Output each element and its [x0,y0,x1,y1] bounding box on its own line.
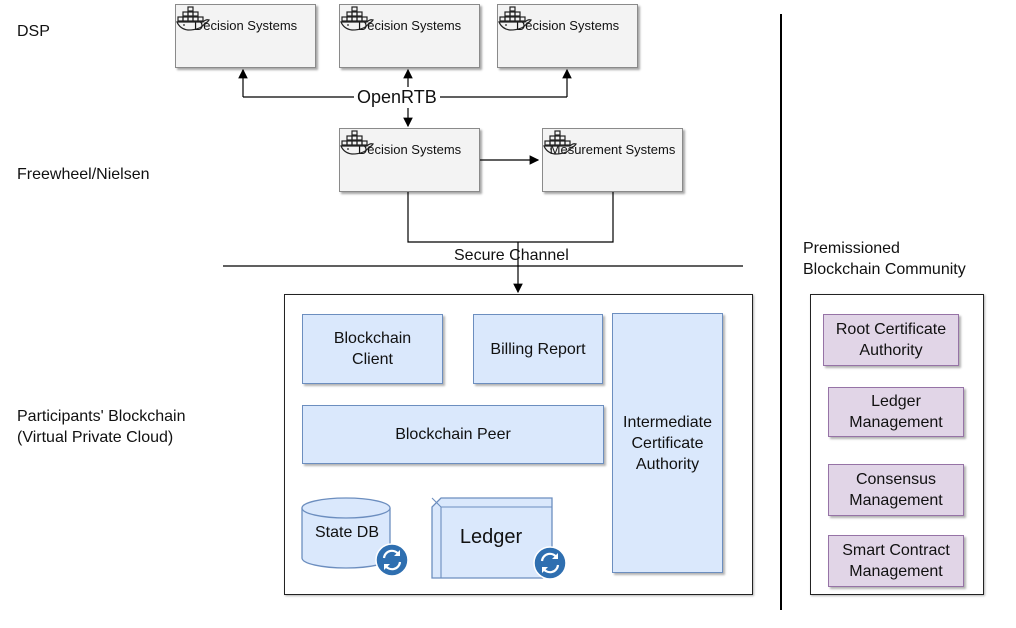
lane-label-participants: Participants' Blockchain (Virtual Privat… [17,408,186,446]
blockchain-peer-box: Blockchain Peer [302,405,604,464]
sync-icon [533,546,567,580]
ledger-cube-shape [431,497,553,579]
box-label: Decision Systems [357,18,462,33]
lane-label-community: Premissioned Blockchain Community [803,240,966,278]
dsp-decision-system-3: Decision Systems [497,4,638,68]
secure-channel-label: Secure Channel [454,247,569,264]
lane-label-freewheel: Freewheel/Nielsen [17,166,150,183]
docker-whale-icon [340,6,374,31]
state-db-label: State DB [314,524,380,541]
community-frame [810,294,984,595]
docker-whale-icon [543,130,577,155]
openrtb-label: OpenRTB [354,87,440,108]
state-db-cylinder-icon [301,497,391,569]
blockchain-client-box: Blockchain Client [302,314,443,384]
docker-whale-icon [498,6,532,31]
sync-icon [375,543,409,577]
intermediate-ca-box: Intermediate Certificate Authority [612,313,723,573]
root-ca-box: Root Certificate Authority [823,314,959,366]
dsp-decision-system-1: Decision Systems [175,4,316,68]
box-label: Mesurement Systems [549,142,676,157]
secure-channel-bus [407,191,614,243]
dsp-decision-system-2: Decision Systems [339,4,480,68]
vpc-frame [284,294,753,595]
ledger-label: Ledger [459,526,523,548]
measurement-system: Mesurement Systems [542,128,683,192]
freewheel-decision-system: Decision Systems [339,128,480,192]
box-label: Decision Systems [357,142,462,157]
lane-label-dsp: DSP [17,23,50,40]
box-label: Decision Systems [193,18,298,33]
smart-contract-management-box: Smart Contract Management [828,535,964,587]
box-label: Decision Systems [515,18,620,33]
ledger-management-box: Ledger Management [828,387,964,437]
docker-whale-icon [340,130,374,155]
docker-whale-icon [176,6,210,31]
consensus-management-box: Consensus Management [828,464,964,516]
billing-report-box: Billing Report [473,314,603,384]
